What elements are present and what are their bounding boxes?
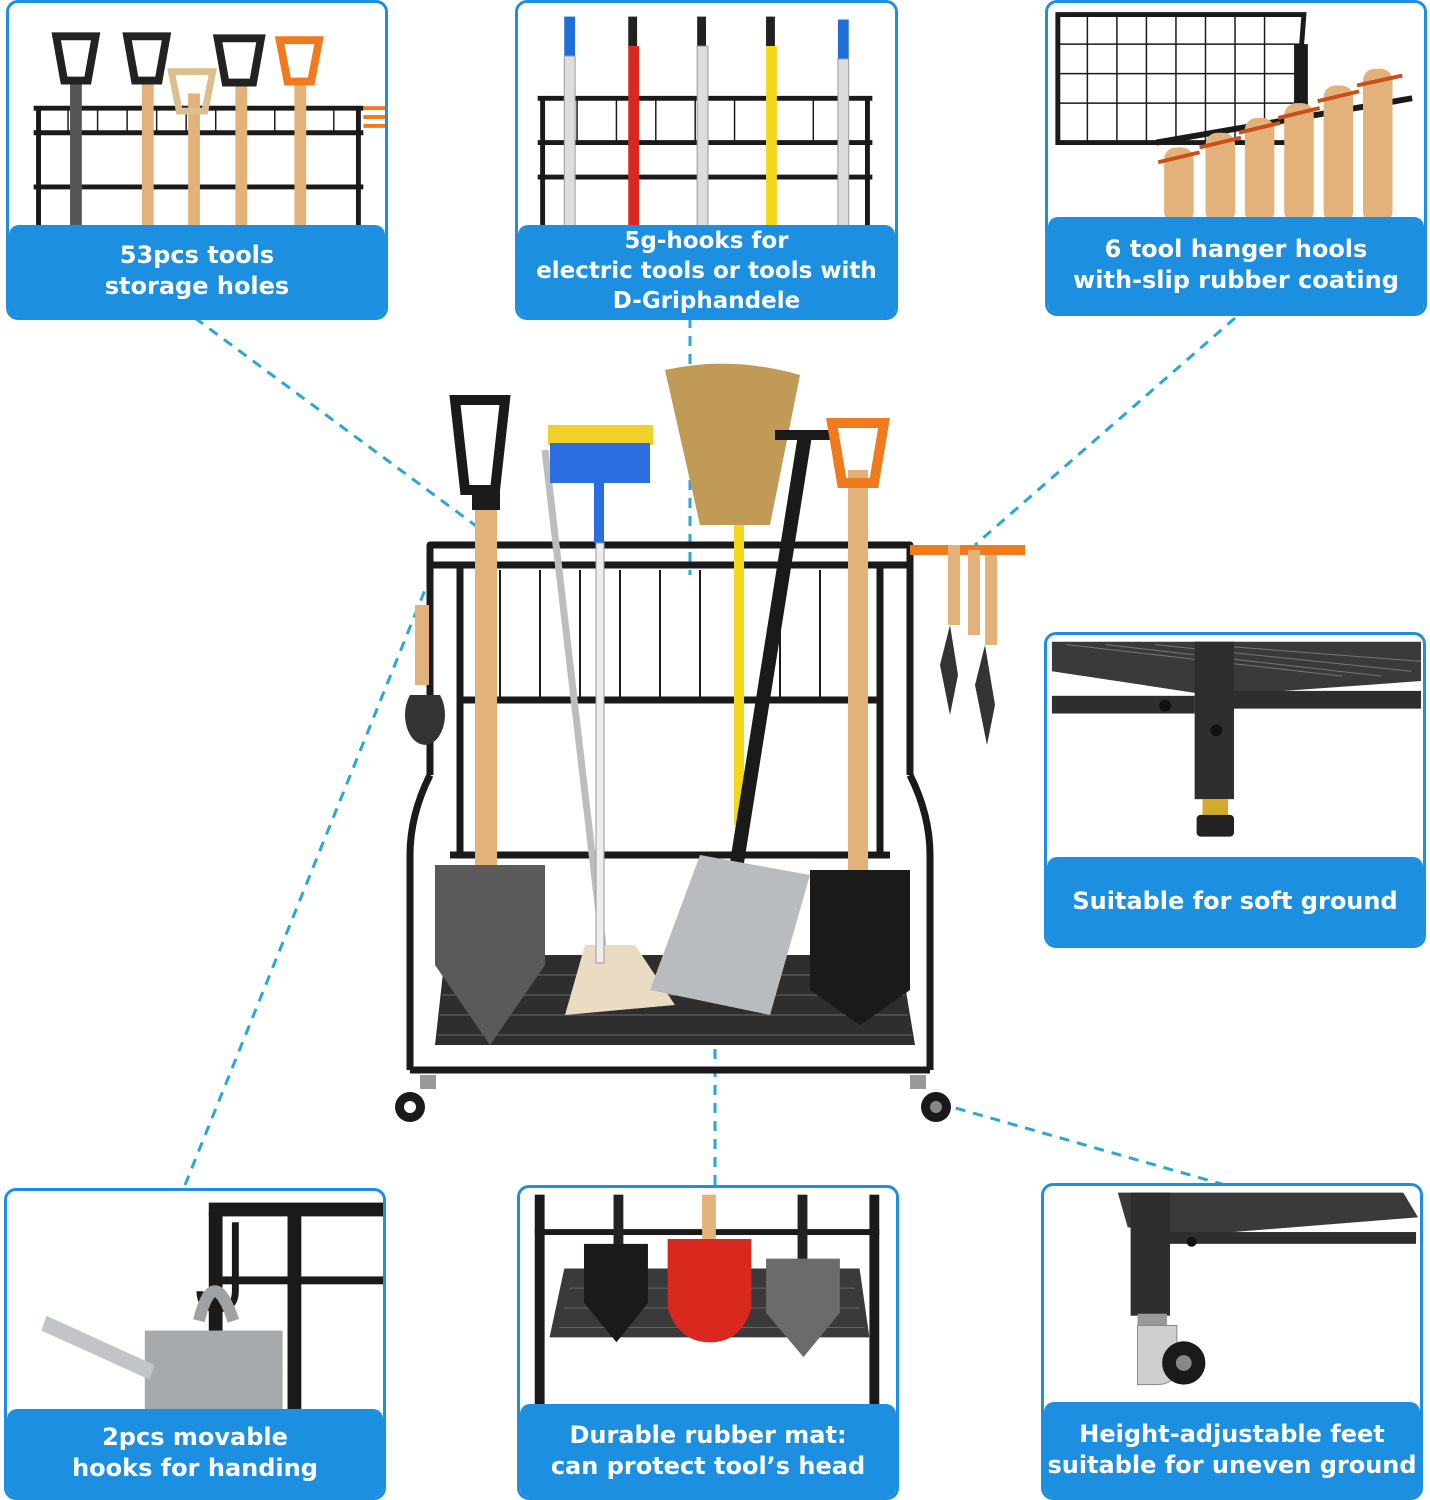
feature-card-soft-ground: Suitable for soft ground	[1044, 632, 1426, 948]
feature-card-tool-hangers: 6 tool hanger hools with-slip rubber coa…	[1045, 0, 1427, 316]
5g-hooks-photo	[518, 3, 895, 231]
caption-storage-holes: 53pcs tools storage holes	[9, 225, 385, 317]
rubber-mat-photo	[520, 1188, 896, 1410]
tool-hangers-photo	[1048, 3, 1424, 225]
caption-5g-hooks: 5g-hooks for electric tools or tools wit…	[518, 225, 895, 317]
feature-card-adjustable-feet: Height-adjustable feet suitable for unev…	[1041, 1183, 1423, 1500]
feature-card-storage-holes: 53pcs tools storage holes	[6, 0, 388, 320]
feature-card-rubber-mat: Durable rubber mat: can protect tool’s h…	[517, 1185, 899, 1500]
caption-movable-hooks: 2pcs movable hooks for handing	[7, 1409, 383, 1497]
storage-holes-photo	[9, 3, 385, 233]
garden-tool-rack-product-image	[395, 363, 1025, 1122]
caption-adjustable-feet: Height-adjustable feet suitable for unev…	[1044, 1402, 1420, 1497]
caption-rubber-mat: Durable rubber mat: can protect tool’s h…	[520, 1404, 896, 1497]
adjustable-feet-photo	[1044, 1186, 1420, 1408]
feature-card-5g-hooks: 5g-hooks for electric tools or tools wit…	[515, 0, 898, 320]
caption-soft-ground: Suitable for soft ground	[1047, 857, 1423, 945]
soft-ground-photo	[1047, 635, 1423, 860]
movable-hooks-photo	[7, 1191, 383, 1416]
feature-card-movable-hooks: 2pcs movable hooks for handing	[4, 1188, 386, 1500]
caption-tool-hangers: 6 tool hanger hools with-slip rubber coa…	[1048, 217, 1424, 313]
